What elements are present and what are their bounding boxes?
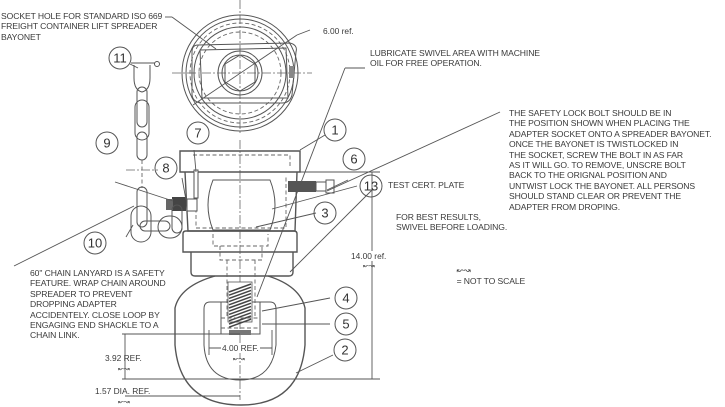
dim-eye-height: 3.92 REF.	[105, 353, 142, 363]
svg-text:6: 6	[350, 152, 357, 167]
thread-line	[228, 308, 252, 319]
svg-text:4: 4	[342, 291, 349, 306]
thread-line	[228, 312, 252, 322]
note-lubricate: LUBRICATE SWIVEL AREA WITH MACHINE OIL F…	[370, 48, 540, 69]
svg-text:1: 1	[331, 123, 338, 138]
dim-overall-height: 14.00 ref.	[350, 251, 388, 261]
callout-balloon-7: 7	[186, 121, 210, 145]
side-view-body	[166, 140, 335, 406]
top-view-socket	[165, 0, 312, 135]
thread-line	[228, 299, 252, 309]
chain-lanyard	[126, 61, 183, 243]
svg-text:2: 2	[341, 343, 348, 358]
callout-balloon-11: 11	[108, 46, 132, 70]
note-socket-hole: SOCKET HOLE FOR STANDARD ISO 669 FREIGHT…	[1, 11, 163, 42]
nts-mark-eye: ↜↝	[118, 366, 130, 373]
lanyard-bolt	[166, 169, 199, 212]
note-test-cert-plate: TEST CERT. PLATE	[388, 180, 465, 190]
not-to-scale-symbol-icon: ↜↝	[456, 265, 471, 276]
callout-balloon-13: 13	[359, 174, 383, 198]
callout-balloon-4: 4	[334, 286, 358, 310]
thread-line	[228, 302, 252, 312]
dim-pin-dia: 1.57 DIA. REF.	[95, 386, 151, 396]
dim-eye-inner-width: 4.00 REF.	[221, 343, 260, 353]
thread-line	[228, 283, 252, 293]
callout-balloon-3: 3	[313, 201, 337, 225]
thread-line	[228, 289, 252, 300]
callout-balloon-8: 8	[154, 156, 178, 180]
thread-line	[228, 286, 252, 296]
nts-mark-height: ↜↝	[363, 263, 375, 270]
svg-text:10: 10	[88, 236, 102, 251]
svg-text:9: 9	[103, 136, 110, 151]
thread-line	[228, 296, 252, 306]
callout-leaders	[13, 63, 501, 374]
nut-threads	[229, 330, 251, 335]
svg-text:11: 11	[113, 51, 127, 66]
callout-balloon-2: 2	[333, 338, 357, 362]
not-to-scale-label: = NOT TO SCALE	[456, 275, 526, 286]
threaded-shank	[227, 281, 253, 328]
thread-line	[228, 292, 252, 303]
note-best-results: FOR BEST RESULTS, SWIVEL BEFORE LOADING.	[396, 212, 508, 233]
note-chain-lanyard: 60" CHAIN LANYARD IS A SAFETY FEATURE. W…	[30, 268, 166, 341]
callout-balloon-9: 9	[95, 131, 119, 155]
dim-top-width: 6.00 ref.	[322, 26, 355, 36]
callout-balloon-1: 1	[323, 118, 347, 142]
thread-line	[228, 318, 252, 328]
legend-not-to-scale: ↜↝ = NOT TO SCALE	[452, 255, 526, 286]
callout-balloon-6: 6	[342, 147, 366, 171]
svg-text:3: 3	[321, 206, 328, 221]
nts-mark-pin: ↜↝	[118, 399, 130, 406]
callout-balloon-5: 5	[334, 312, 358, 336]
thread-line	[228, 315, 252, 325]
callout-balloon-10: 10	[83, 231, 107, 255]
detent-mark	[289, 66, 294, 78]
svg-text:7: 7	[194, 126, 201, 141]
svg-text:13: 13	[364, 179, 378, 194]
thread-line	[228, 305, 252, 316]
dimension-lines	[122, 171, 380, 397]
svg-text:8: 8	[162, 161, 169, 176]
nts-mark-width: ↜↝	[233, 356, 245, 363]
note-safety-lock-bolt: THE SAFETY LOCK BOLT SHOULD BE IN THE PO…	[509, 108, 712, 212]
svg-text:5: 5	[342, 317, 349, 332]
